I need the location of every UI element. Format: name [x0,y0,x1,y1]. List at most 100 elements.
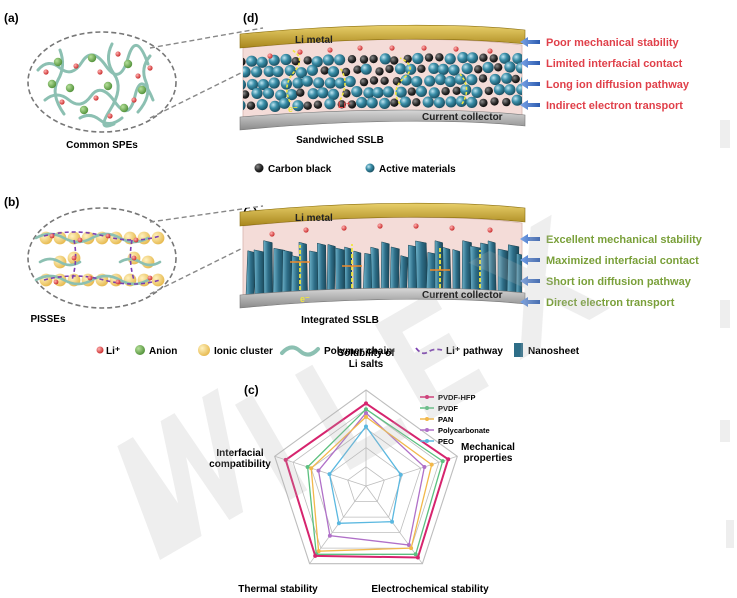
li-metal-layer-e [239,202,526,227]
carbon-black-particle [494,63,503,72]
current-collector-label-e: Current collector [422,290,503,301]
nanosheet [317,242,327,297]
nanosheet [326,244,336,297]
carbon-black-particle [303,101,312,110]
panel-e-advantage-label: Excellent mechanical stability [546,234,703,246]
radar-series-point [309,466,314,471]
li-ion-dot [43,69,49,75]
active-material-particle [292,100,304,112]
panel-c-tag: (c) [244,383,259,397]
active-material-particle [428,62,440,74]
watermark-mark-3 [720,420,730,442]
ionic-cluster [151,231,165,245]
active-material-particle [411,76,423,88]
legend-li-label: Li⁺ [106,346,120,357]
carbon-black-particle [369,76,379,85]
panel-d-issue-arrow-icon [520,58,540,68]
active-material-particle [399,96,411,108]
active-material-particle [263,65,275,77]
watermark-mark-1 [720,120,730,148]
legend-components: Li⁺ Anion Ionic cluster Polymer chain Li… [96,343,580,357]
li-ion-dot [71,255,77,261]
carbon-black-particle [337,100,346,109]
carbon-black-particle [390,98,399,107]
nanosheet [434,240,443,297]
active-material-particle [356,96,368,109]
active-material-particle [301,75,313,87]
li-ion-dot [133,237,139,243]
anion-dot [79,105,89,115]
li-ion-dot [147,65,153,71]
radar-legend-label: PVDF [438,404,458,413]
legend-anion-label: Anion [149,346,177,357]
panel-e-advantage-label: Short ion diffusion pathway [546,276,692,288]
nanosheet [253,249,265,297]
active-material-particle [246,78,259,91]
li-ion-dot [389,45,395,51]
carbon-black-particle [490,97,499,106]
radar-series-point [446,457,451,462]
ions-common [43,51,153,119]
li-ion-dot [377,223,383,229]
watermark-glyph-1 [117,388,244,560]
active-material-particle [428,87,440,99]
active-material-particle [363,87,375,99]
active-material-particle [457,52,469,64]
nanosheet [281,249,293,297]
panel-d-issue-label: Long ion diffusion pathway [546,79,690,91]
active-material-particle [268,77,280,89]
panel-b-tag: (b) [4,195,19,209]
radar-series-point [313,553,318,558]
active-material-particle [322,54,334,66]
carbon-black-particle [296,88,305,97]
active-material-particle [424,75,436,87]
nanosheet-array-e [245,240,522,297]
active-material-particle [504,61,516,73]
li-pathway-pisse [43,231,161,285]
li-ion-dot [97,69,103,75]
active-material-particle [515,62,522,74]
current-collector-label-d: Current collector [422,112,503,123]
li-ion-dot [115,279,121,285]
carbon-black-particle [353,65,362,74]
panel-b-zoom-ellipse [27,207,177,309]
panel-d-tag: (d) [243,11,258,25]
radar-series-point [415,555,420,560]
li-ion-dot [267,53,273,59]
carbon-black-particle [479,98,488,108]
active-material-particle [344,75,356,88]
active-material-particle [382,86,394,98]
active-material-particle [379,53,391,65]
panel-e-advantage-arrow-icon [520,276,540,286]
panel-a-zoom-ellipse [27,31,177,133]
carbon-black-particle [424,53,434,62]
carbon-black-particle [243,57,246,66]
active-material-particle [422,96,434,108]
li-ion-label-d: Li⁺ [338,100,351,110]
active-material-particle [256,56,268,68]
legend-electrode: Carbon black Active materials [254,163,456,175]
electrode-particles-d [243,52,522,112]
active-material-particle [444,53,456,65]
active-material-particle [482,61,494,74]
active-material-particle [246,55,258,67]
radar-series-line [328,425,402,524]
carbon-black-particle [407,87,416,96]
li-ion-dot [77,237,83,243]
li-ion-dot [341,225,347,231]
li-ion-dot [49,233,55,239]
li-ion-dot [269,231,275,237]
active-material-particle [295,67,307,79]
radar-series-point [316,549,321,554]
electron-label-d: e⁻ [288,104,298,114]
legend-li-pathway-label: Li⁺ pathway [446,346,503,357]
active-material-particle [256,99,268,111]
legend-nanosheet-marker [514,343,523,357]
active-material-particle [251,66,263,78]
radar-legend-marker [425,417,429,421]
radar-series-line [317,412,426,546]
anion-dot [53,57,63,67]
li-ion-dot [53,279,59,285]
active-material-particle [272,65,284,78]
active-material-particle [243,79,246,91]
